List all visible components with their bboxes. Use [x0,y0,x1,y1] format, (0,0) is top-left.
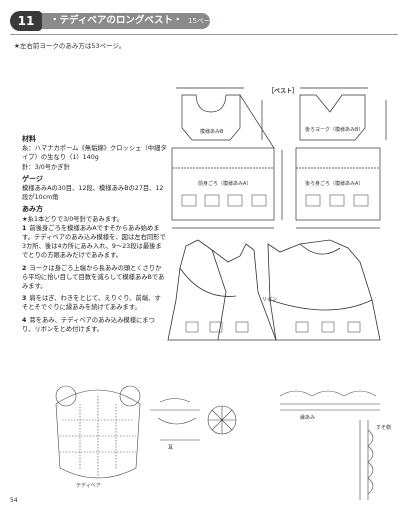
vest-label: ［ベスト］ [268,88,299,95]
teddy-motif [305,194,321,207]
front-yoke-outline [181,94,241,141]
page-number: 54 [10,497,18,504]
teddy-motif [251,194,267,207]
back-yoke-label: 後ろヨーク（模様あみB） [305,127,364,133]
instructions-column: 材料 糸：ハマナカポーム《無垢綿》クロッシェ（中細タイプ）の生なり（1）140g… [22,132,167,337]
gauge-text: 模様あみAの30目、12段、模様あみBの27目、12段が10cm角 [22,185,164,202]
ear-chart [150,398,200,425]
page-reference: 15ページ [188,17,218,25]
back-yoke-outline [299,94,366,141]
teddy-motif [209,321,223,333]
yoke-note: ★左右前ヨークのあみ方は53ページ。 [14,42,126,50]
front-yoke-label: 模様あみB [200,129,224,135]
gauge-heading: ゲージ [22,174,43,183]
back-body-label: 後ろ身ごろ（模様あみA） [305,181,364,187]
teddy-motif [353,194,369,207]
header: 11 ・テディベアのロングベスト・ 15ページ [10,10,398,35]
bear-ear-right [119,385,141,407]
edging-chart [279,390,377,397]
back-body-outline [295,147,381,221]
hem-label: すそ側 [376,425,392,431]
vest-back-drawing [267,239,381,341]
edging-label: 縁あみ [300,415,316,421]
teddy-motif [321,321,335,333]
teddy-motif [329,194,345,207]
teddy-motif [347,321,361,333]
teddy-label: テディベア [76,483,101,489]
method-heading: あみ方 [22,205,43,214]
pattern-title: ・テディベアのロングベスト・ [50,15,183,26]
front-body-label: 前身ごろ（模様あみA） [198,181,252,187]
bear-head-chart [55,389,141,479]
bear-ear-left [55,385,77,407]
teddy-motif [181,194,197,207]
teddy-motif [227,194,243,207]
header-bar [40,13,210,29]
front-body-outline [171,147,275,221]
teddy-motif [295,321,309,333]
ribbon-label: リボン [262,297,278,303]
ear-label: 耳 [168,445,174,451]
teddy-motif [185,321,199,333]
materials-heading: 材料 [22,135,36,143]
needle-text: 針：3/0号かぎ針 [22,163,70,171]
materials-text: 糸：ハマナカポーム《無垢綿》クロッシェ（中細タイプ）の生なり（1）140g [22,145,167,162]
teddy-motif [204,194,220,207]
pattern-number-badge: 11 [10,11,42,31]
method-intro: ★糸1本どりで3/0号針であみます。 [22,215,123,223]
teddy-motif [235,321,249,333]
